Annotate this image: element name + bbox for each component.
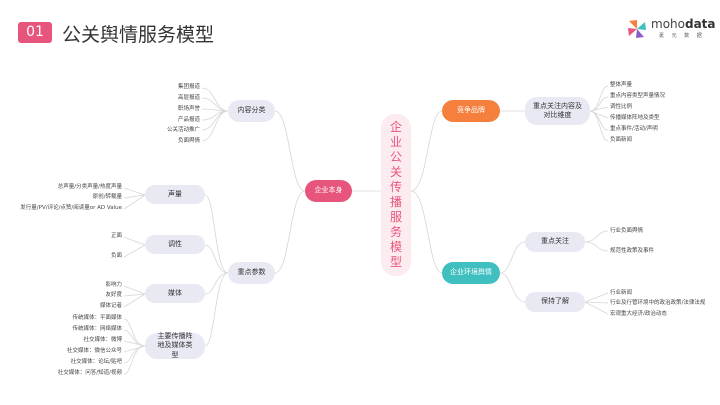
leaf: 行业负面舆情 xyxy=(610,228,644,234)
center-char: 服 xyxy=(389,210,402,224)
leaf: 总声量/分类声量/热度声量 xyxy=(57,184,122,190)
section-number-badge: 01 xyxy=(18,22,52,43)
node-environment[interactable]: 企业环境舆情 xyxy=(442,262,500,284)
pinwheel-logo-icon xyxy=(628,20,646,38)
node-competitor-focus[interactable]: 重点关注内容及对比维度 xyxy=(525,97,590,125)
leaf: 影响力 xyxy=(105,282,122,288)
leaf: 高层报道 xyxy=(177,95,200,101)
leaf: 发行量/PV/评论/点赞/阅读量or AD Value xyxy=(20,205,122,211)
leaf: 公关活动推广 xyxy=(166,127,200,133)
leaf: 重点内容类型声量情况 xyxy=(610,93,666,99)
center-char: 务 xyxy=(389,225,402,239)
leaf: 行业新闻 xyxy=(610,290,633,296)
center-char: 传 xyxy=(389,180,402,194)
leaf: 正面 xyxy=(110,233,122,239)
leaf: 社交媒体：论坛/贴吧 xyxy=(70,359,122,365)
leaf: 重点事件/活动/声明 xyxy=(610,126,658,132)
logo-text: moho xyxy=(651,17,685,31)
leaf: 负面新闻 xyxy=(610,137,633,143)
page-title: 公关舆情服务模型 xyxy=(62,24,215,46)
leaf: 传统媒体：平面媒体 xyxy=(72,315,122,321)
node-enterprise-itself[interactable]: 企业本身 xyxy=(305,180,352,202)
node-competitor[interactable]: 竞争品牌 xyxy=(442,100,500,122)
logo-text-bold: data xyxy=(684,17,716,31)
node-media[interactable]: 媒体 xyxy=(145,284,205,303)
leaf: 传播媒体阵地及类型 xyxy=(610,115,660,121)
leaf: 整体声量 xyxy=(610,82,633,88)
center-char: 关 xyxy=(389,165,402,179)
leaf: 负面 xyxy=(110,253,122,259)
center-char: 业 xyxy=(389,135,402,149)
leaf: 宏观重大经济/政治动态 xyxy=(610,311,667,317)
leaf: 调性比例 xyxy=(610,104,633,110)
center-char: 播 xyxy=(389,195,402,209)
node-env-aware[interactable]: 保持了解 xyxy=(525,292,585,312)
leaf: 行业及行管环境中的政治政策/法律法规 xyxy=(610,300,706,306)
leaf: 社交媒体：微博 xyxy=(83,337,122,343)
node-volume[interactable]: 声量 xyxy=(145,185,205,204)
center-char: 公 xyxy=(389,150,402,164)
leaf: 友好度 xyxy=(105,292,122,298)
node-env-focus[interactable]: 重点关注 xyxy=(525,232,585,252)
leaf: 原创/转载量 xyxy=(92,194,122,200)
node-channels[interactable]: 主要传播阵地及媒体类型 xyxy=(145,332,205,359)
central-topic[interactable]: 企业公关传播服务模型 xyxy=(381,114,411,276)
leaf: 集团报道 xyxy=(177,84,200,90)
leaf: 职场声誉 xyxy=(177,106,200,112)
center-char: 模 xyxy=(389,240,402,254)
center-char: 企 xyxy=(389,120,402,134)
node-content-category[interactable]: 内容分类 xyxy=(228,100,275,122)
leaf: 产品报道 xyxy=(177,117,200,123)
logo-subtitle: 袤 元 数 据 xyxy=(659,33,705,39)
leaf: 传统媒体：网络媒体 xyxy=(72,326,122,332)
leaf: 社交媒体：微信公众号 xyxy=(66,348,122,354)
node-key-params[interactable]: 重点参数 xyxy=(228,262,275,284)
mohodata-logo: mohodata 袤 元 数 据 xyxy=(625,17,716,41)
center-char: 型 xyxy=(389,255,402,269)
leaf: 社交媒体：问答/知道/视频 xyxy=(57,370,122,376)
leaf: 负面舆情 xyxy=(177,138,200,144)
node-tone[interactable]: 调性 xyxy=(145,235,205,254)
leaf: 规范性政策及事件 xyxy=(610,248,655,254)
leaf: 媒体记者 xyxy=(99,303,122,309)
